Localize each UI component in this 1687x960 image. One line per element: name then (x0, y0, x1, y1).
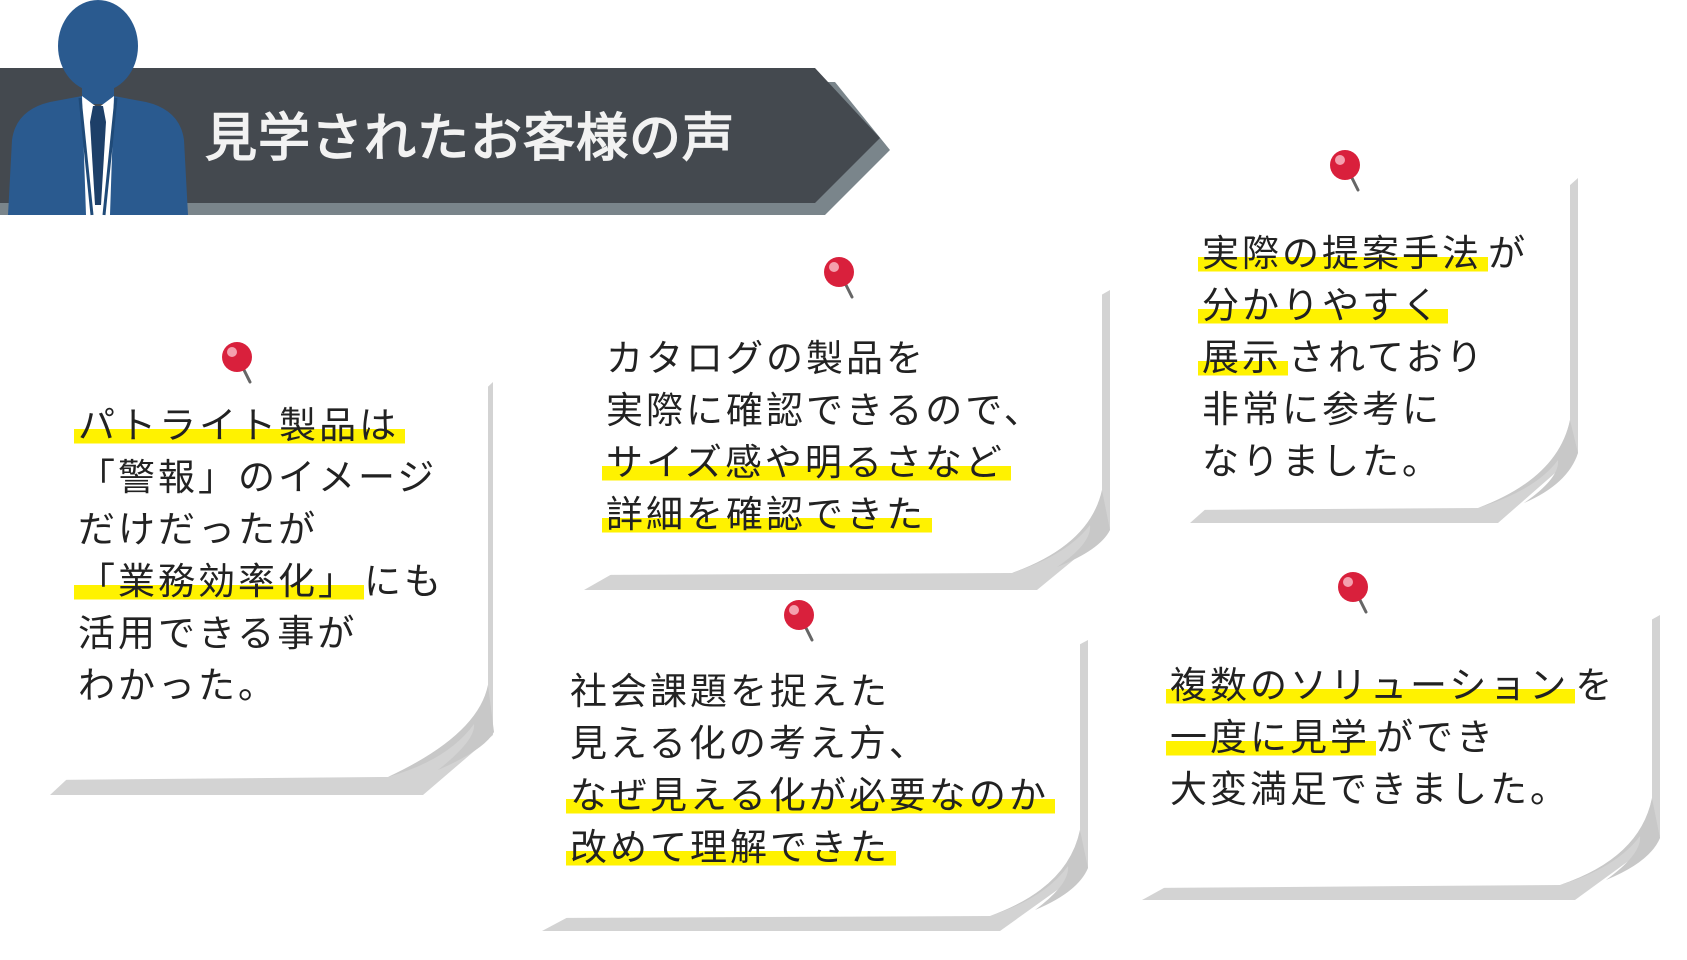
note-line: 展示されており (1198, 332, 1534, 384)
pushpin-icon (222, 342, 252, 384)
note-line: 非常に参考に (1202, 388, 1442, 431)
note-line: 改めて理解できた (566, 822, 1055, 874)
page-title: 見学されたお客様の声 (205, 109, 736, 169)
note-line: 実際の提案手法が (1198, 228, 1534, 280)
testimonial-note-3: 実際の提案手法が 分かりやすく 展示されており 非常に参考に なりました。 (1188, 148, 1588, 528)
note-text: パトライト製品は 「警報」のイメージ だけだったが 「業務効率化」にも 活用でき… (74, 400, 450, 712)
note-line: なぜ見える化が必要なのか (566, 770, 1055, 822)
header-banner-shape (0, 68, 890, 215)
testimonial-note-5: 複数のソリューションを 一度に見学ができ 大変満足できました。 (1140, 570, 1670, 910)
note-line: 「業務効率化」にも (74, 556, 450, 608)
note-text: カタログの製品を 実際に確認できるので、 サイズ感や明るさなど 詳細を確認できた (602, 333, 1050, 541)
note-line: 複数のソリューションを (1166, 660, 1621, 712)
testimonial-note-2: カタログの製品を 実際に確認できるので、 サイズ感や明るさなど 詳細を確認できた (582, 255, 1122, 595)
note-line: サイズ感や明るさなど (602, 437, 1050, 489)
header-banner: 見学されたお客様の声 (0, 0, 900, 220)
pushpin-icon (1330, 150, 1360, 192)
note-line: 詳細を確認できた (602, 489, 1050, 541)
note-line: 大変満足できました。 (1170, 768, 1570, 811)
note-line: 分かりやすく (1198, 280, 1534, 332)
pushpin-icon (1338, 572, 1368, 614)
note-line: カタログの製品を (606, 337, 926, 380)
note-line: パトライト製品は (74, 400, 450, 452)
note-line: 見える化の考え方、 (570, 722, 929, 765)
testimonial-note-4: 社会課題を捉えた 見える化の考え方、 なぜ見える化が必要なのか 改めて理解できた (540, 598, 1100, 938)
note-line: 社会課題を捉えた (570, 670, 890, 713)
note-line: わかった。 (78, 664, 278, 707)
testimonial-note-1: パトライト製品は 「警報」のイメージ だけだったが 「業務効率化」にも 活用でき… (48, 340, 508, 800)
note-line: 活用できる事が (78, 612, 358, 655)
note-text: 社会課題を捉えた 見える化の考え方、 なぜ見える化が必要なのか 改めて理解できた (566, 666, 1055, 874)
note-line: 一度に見学ができ (1166, 712, 1621, 764)
note-line: 「警報」のイメージ (78, 456, 438, 499)
businessman-icon (8, 0, 188, 216)
note-line: なりました。 (1202, 440, 1442, 483)
pushpin-icon (784, 600, 814, 642)
pushpin-icon (824, 257, 854, 299)
note-line: だけだったが (78, 508, 318, 551)
note-line: 実際に確認できるので、 (606, 389, 1044, 432)
note-text: 複数のソリューションを 一度に見学ができ 大変満足できました。 (1166, 660, 1621, 816)
note-text: 実際の提案手法が 分かりやすく 展示されており 非常に参考に なりました。 (1198, 228, 1534, 488)
